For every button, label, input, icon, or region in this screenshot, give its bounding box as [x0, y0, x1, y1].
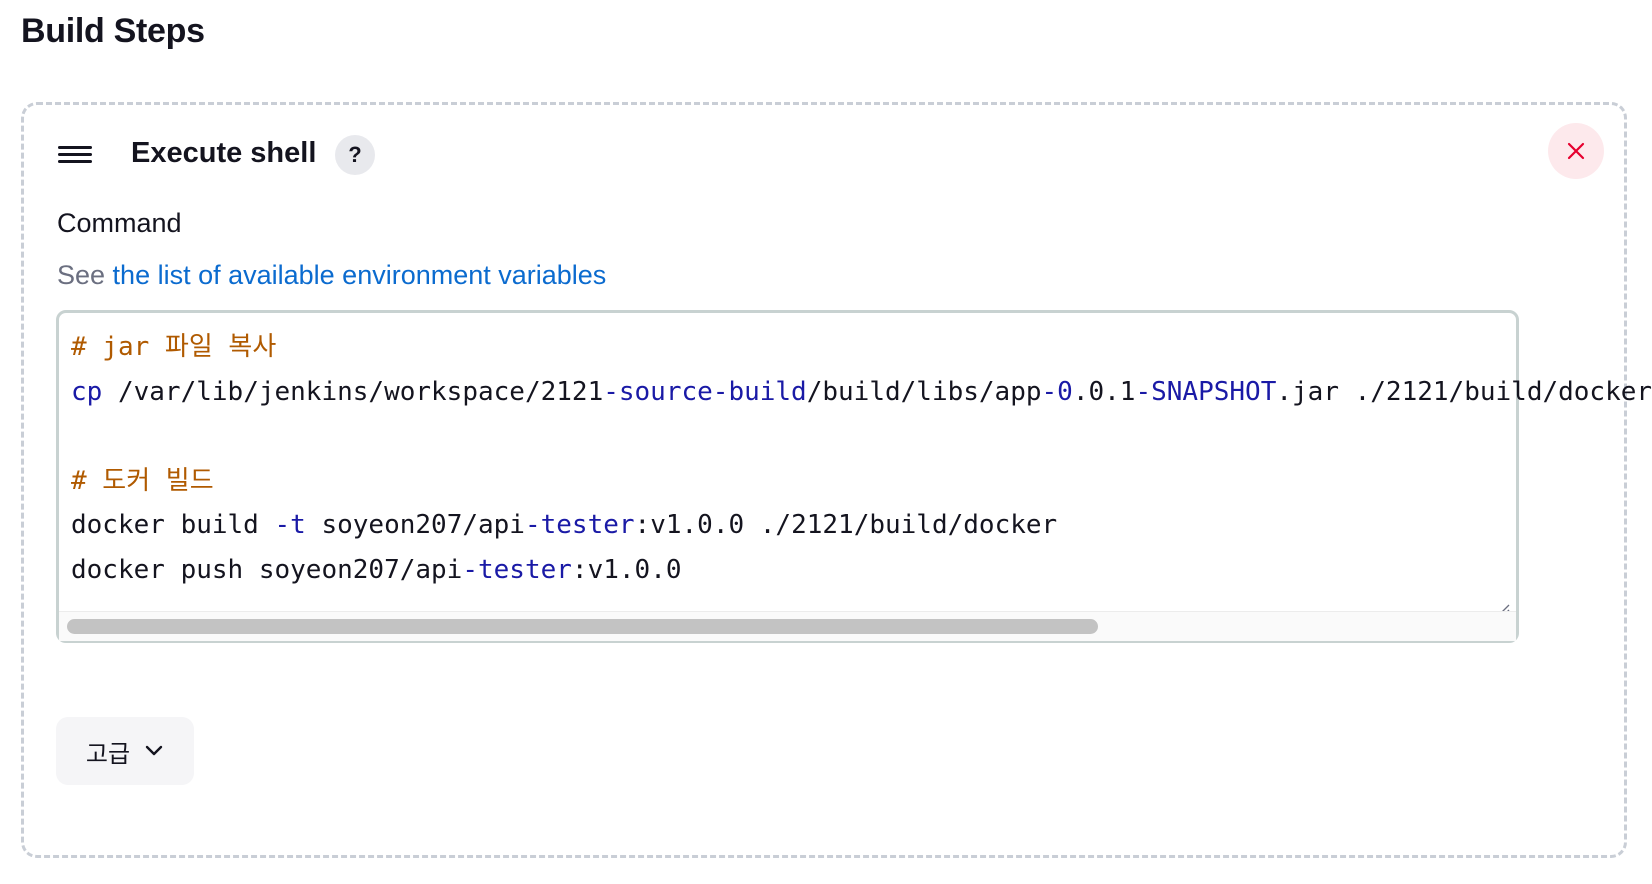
code-line: docker push soyeon207/api-tester:v1.0.0: [71, 548, 1511, 593]
env-vars-hint: See the list of available environment va…: [57, 260, 606, 291]
code-token-kw: -0: [1041, 376, 1073, 407]
code-token-kw: -SNAPSHOT: [1135, 376, 1277, 407]
close-icon: [1567, 142, 1585, 160]
hamburger-icon[interactable]: [58, 144, 92, 166]
horizontal-scrollbar-thumb[interactable]: [67, 619, 1098, 634]
command-textarea[interactable]: # jar 파일 복사 cp /var/lib/jenkins/workspace…: [56, 310, 1652, 643]
code-line: cp /var/lib/jenkins/workspace/2121-sourc…: [71, 370, 1652, 415]
env-vars-link[interactable]: the list of available environment variab…: [112, 260, 607, 290]
code-line: [71, 414, 1511, 459]
code-token-plain: docker build: [71, 510, 275, 540]
code-token-kw: cp: [71, 376, 103, 407]
step-title: Execute shell: [131, 137, 317, 169]
code-token-kw: -t: [274, 510, 306, 540]
code-token-kw: -source-build: [603, 376, 807, 407]
step-header: Execute shell ?: [24, 105, 1624, 205]
hint-prefix: See: [57, 260, 113, 290]
code-token-comment: # jar 파일 복사: [71, 332, 277, 362]
code-token-kw: -tester: [462, 554, 572, 585]
code-token-plain: .0.1: [1072, 376, 1136, 407]
chevron-down-icon: [145, 745, 163, 756]
code-token-kw: -tester: [524, 510, 635, 540]
section-title: Build Steps: [21, 12, 205, 50]
close-button[interactable]: [1548, 123, 1604, 179]
command-code[interactable]: # jar 파일 복사 cp /var/lib/jenkins/workspace…: [71, 325, 1652, 605]
code-line: # jar 파일 복사: [71, 325, 1511, 370]
help-button[interactable]: ?: [335, 135, 375, 175]
code-token-plain: :v1.0.0 ./2121/build/docker: [634, 510, 1058, 540]
code-line: # 도커 빌드: [71, 459, 1511, 504]
code-token-plain: soyeon207/api: [305, 510, 525, 540]
command-label: Command: [57, 208, 182, 238]
advanced-label: 고급: [85, 740, 131, 768]
code-token-plain: :v1.0.0: [571, 554, 682, 585]
code-token-plain: /var/lib/jenkins/workspace/2121: [102, 376, 604, 407]
code-token-plain: /build/libs/app: [806, 376, 1042, 407]
advanced-button[interactable]: 고급: [56, 717, 194, 785]
build-step-card: Execute shell ? Command See the list of …: [21, 102, 1652, 858]
code-token-plain: .jar ./2121/build/docker: [1276, 376, 1652, 407]
code-token-comment: # 도커 빌드: [71, 465, 214, 496]
code-token-plain: docker push soyeon207/api: [71, 554, 463, 585]
code-line: docker build -t soyeon207/api-tester:v1.…: [71, 503, 1511, 548]
